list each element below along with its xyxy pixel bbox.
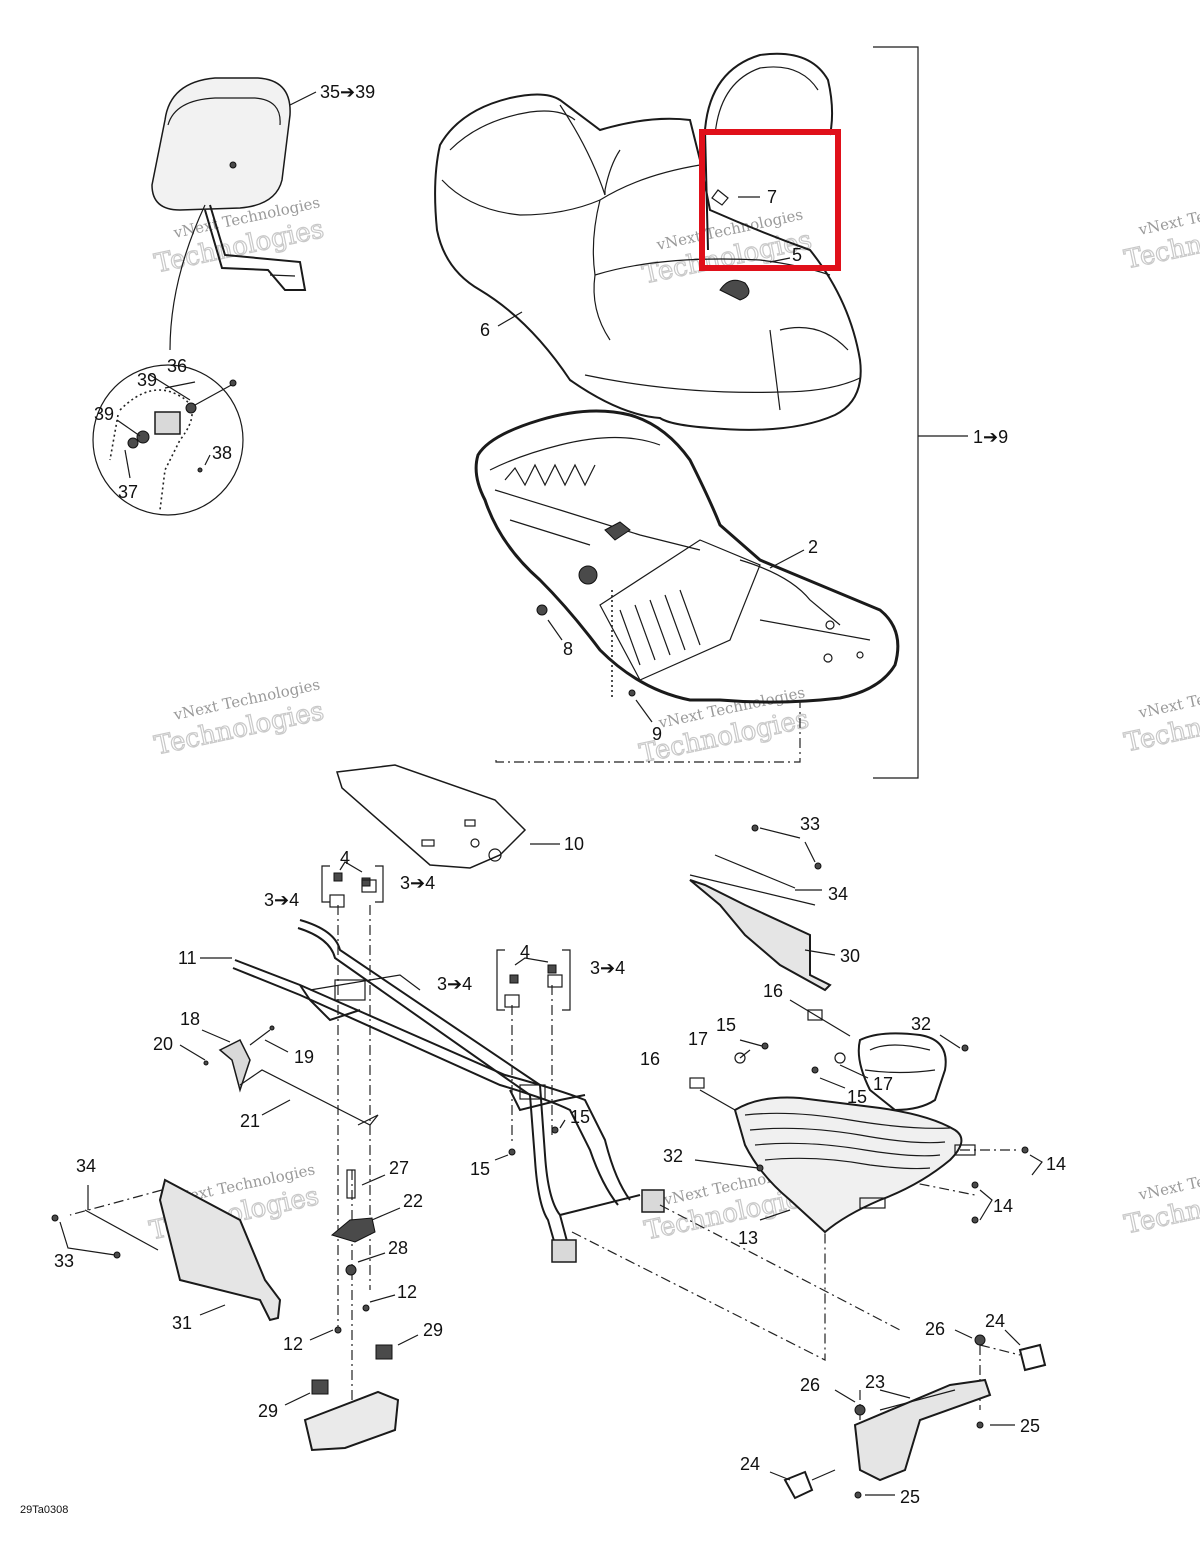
label-29: 29 (423, 1320, 443, 1340)
watermark-group: vNext Technologies Technologies vNext Te… (146, 190, 1200, 1247)
bracket-part (179, 1025, 379, 1126)
rear-bracket-part (769, 1329, 1047, 1500)
label-12: 12 (283, 1334, 303, 1354)
label-25: 25 (1020, 1416, 1040, 1436)
label-10: 10 (564, 834, 584, 854)
label-14: 14 (993, 1196, 1013, 1216)
label-3-4: 3➔4 (264, 890, 299, 910)
label-24: 24 (740, 1454, 760, 1474)
diagram-code: 29Ta0308 (20, 1504, 68, 1516)
label-36: 36 (167, 356, 187, 376)
label-33: 33 (800, 814, 820, 834)
label-34: 34 (76, 1156, 96, 1176)
label-5: 5 (792, 245, 802, 265)
label-23: 23 (865, 1372, 885, 1392)
detail-callout (92, 364, 244, 516)
center-clamp-part (309, 1169, 401, 1341)
label-21: 21 (240, 1111, 260, 1131)
label-34: 34 (828, 884, 848, 904)
rear-trunk-part (494, 999, 1043, 1234)
label-15: 15 (470, 1159, 490, 1179)
label-22: 22 (403, 1191, 423, 1211)
label-37: 37 (118, 482, 138, 502)
label-8: 8 (563, 639, 573, 659)
assembly-bracket (873, 46, 968, 779)
label-11: 11 (178, 948, 197, 968)
label-33: 33 (54, 1251, 74, 1271)
label-39: 39 (94, 404, 114, 424)
lower-mount-part (284, 1334, 419, 1452)
label-15: 15 (847, 1087, 867, 1107)
label-39: 39 (137, 370, 157, 390)
highlight-box (699, 129, 841, 271)
label-4: 4 (340, 848, 350, 868)
fastener-brackets (321, 861, 571, 1011)
label-6: 6 (480, 320, 490, 340)
label-20: 20 (153, 1034, 173, 1054)
label-35-39: 35➔39 (320, 82, 375, 102)
label-25: 25 (900, 1487, 920, 1507)
label-28: 28 (388, 1238, 408, 1258)
label-27: 27 (389, 1158, 409, 1178)
label-9: 9 (652, 724, 662, 744)
label-24: 24 (985, 1311, 1005, 1331)
side-cover-lower (51, 1178, 282, 1322)
backrest-part (151, 77, 317, 351)
label-31: 31 (172, 1313, 192, 1333)
label-12: 12 (397, 1282, 417, 1302)
seat-part (434, 93, 862, 431)
label-3-4: 3➔4 (437, 974, 472, 994)
label-7: 7 (767, 187, 777, 207)
label-17: 17 (688, 1029, 708, 1049)
label-2: 2 (808, 537, 818, 557)
label-32: 32 (663, 1146, 683, 1166)
label-16: 16 (763, 981, 783, 1001)
label-13: 13 (738, 1228, 758, 1248)
label-16: 16 (640, 1049, 660, 1069)
part-labels: 35➔39 36 39 39 38 37 7 5 6 1➔9 2 8 9 10 … (20, 82, 1066, 1516)
label-15: 15 (716, 1015, 736, 1035)
label-19: 19 (294, 1047, 314, 1067)
label-38: 38 (212, 443, 232, 463)
side-cover-upper (689, 824, 836, 992)
label-14: 14 (1046, 1154, 1066, 1174)
seat-base-part (474, 409, 900, 723)
label-17: 17 (873, 1074, 893, 1094)
label-15: 15 (570, 1107, 590, 1127)
seat-plate-part (336, 700, 801, 869)
label-26: 26 (925, 1319, 945, 1339)
seat-backrest-pad (704, 52, 834, 263)
label-29: 29 (258, 1401, 278, 1421)
seat-frame-part (200, 919, 665, 1263)
label-18: 18 (180, 1009, 200, 1029)
label-32: 32 (911, 1014, 931, 1034)
label-30: 30 (840, 946, 860, 966)
label-3-4: 3➔4 (400, 873, 435, 893)
label-1-9: 1➔9 (973, 427, 1008, 447)
label-4: 4 (520, 942, 530, 962)
label-3-4: 3➔4 (590, 958, 625, 978)
label-26: 26 (800, 1375, 820, 1395)
